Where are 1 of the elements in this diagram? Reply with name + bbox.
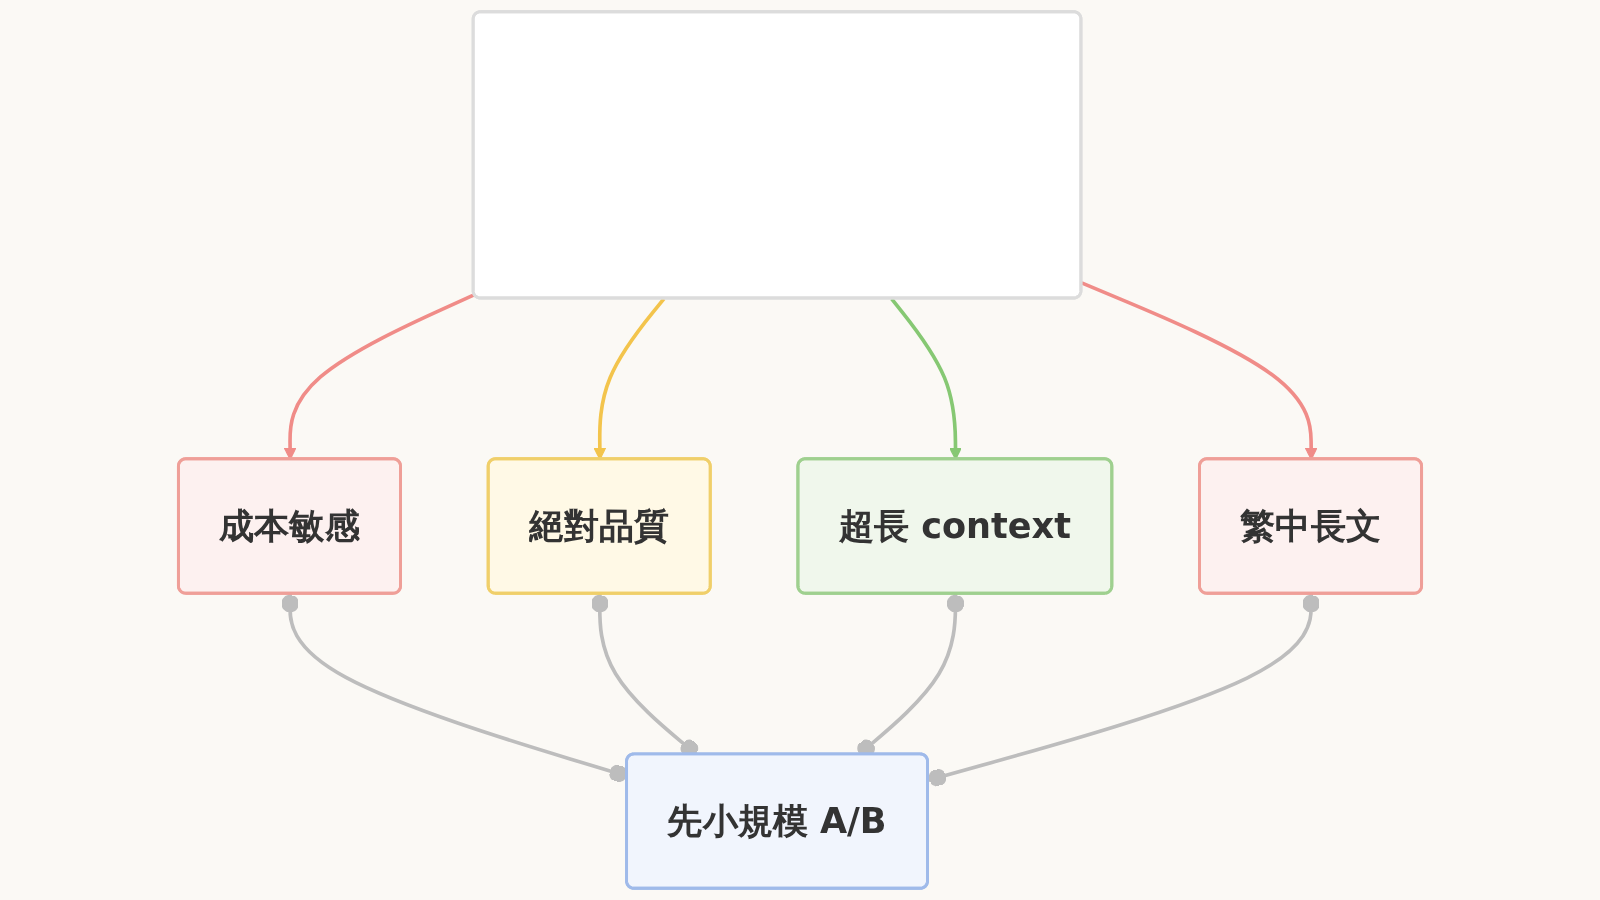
connector bbox=[927, 593, 1320, 787]
